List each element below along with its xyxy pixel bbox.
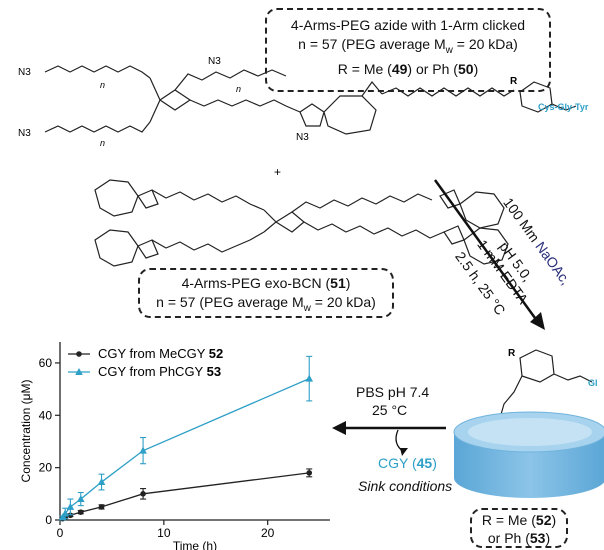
gel-peptide-fragment: Gl	[588, 378, 598, 388]
azide-label-3: N3	[18, 128, 31, 139]
gel-r-label: R	[508, 348, 516, 359]
x-tick-label: 20	[261, 526, 275, 540]
y-tick-label: 0	[45, 513, 52, 527]
azide-box-line2: n = 57 (PEG average Mw = 20 kDa)	[298, 36, 518, 56]
azide-label-1: N3	[18, 67, 31, 78]
x-tick-label: 0	[57, 526, 64, 540]
release-line2: 25 °C	[372, 402, 408, 418]
data-point-2	[305, 374, 314, 382]
x-tick-label: 10	[157, 526, 171, 540]
series-line-2	[62, 378, 310, 518]
legend-label-2: CGY from PhCGY 53	[98, 364, 221, 379]
y-tick-label: 40	[39, 408, 53, 422]
x-axis-label: Time (h)	[173, 539, 217, 550]
compound-45: 45	[416, 455, 433, 471]
data-point-1	[77, 509, 84, 515]
data-point-1	[98, 504, 105, 510]
data-point-2	[139, 446, 147, 454]
n-mark-1: n	[100, 80, 105, 90]
compound-51: 51	[330, 275, 346, 291]
released-product: CGY (45)	[378, 455, 437, 471]
compound-53: 53	[529, 530, 546, 546]
bcn-box: 4-Arms-PEG exo-BCN (51) n = 57 (PEG aver…	[138, 268, 394, 318]
compound-52: 52	[535, 512, 552, 528]
data-point-2	[66, 502, 75, 510]
release-line1: PBS pH 7.4	[356, 384, 430, 400]
azide-box-line1: 4-Arms-PEG azide with 1-Arm clicked	[290, 17, 526, 33]
compound-50: 50	[457, 60, 474, 77]
legend-marker-2	[75, 368, 83, 375]
sink-conditions: Sink conditions	[358, 478, 453, 494]
compound-49: 49	[391, 60, 408, 77]
legend-label-1: CGY from MeCGY 52	[98, 346, 223, 361]
y-axis-label: Concentration (μM)	[19, 380, 33, 483]
series-line-1	[62, 472, 310, 520]
data-point-2	[97, 478, 106, 486]
bcn-box-line2: n = 57 (PEG average Mw = 20 kDa)	[156, 294, 376, 314]
legend-marker-1	[76, 351, 82, 357]
y-tick-label: 60	[39, 356, 53, 370]
gel-r-box: R = Me (52) or Ph (53)	[470, 508, 568, 548]
bcn-box-line1: 4-Arms-PEG exo-BCN (51)	[181, 275, 351, 291]
gel-box-line2: or Ph (53)	[487, 530, 551, 546]
data-point-2	[61, 509, 69, 517]
data-point-1	[140, 491, 146, 497]
n-mark-3: n	[236, 84, 241, 94]
azide-label-4: N3	[296, 132, 309, 143]
azide-conjugate-box: 4-Arms-PEG azide with 1-Arm clicked n = …	[265, 8, 551, 92]
gel-box-line1: R = Me (52)	[481, 512, 557, 528]
azide-label-2: N3	[208, 56, 221, 67]
r-group-label: R	[510, 76, 518, 87]
n-mark-2: n	[100, 138, 105, 148]
data-point-2	[76, 495, 85, 503]
azide-box-line3: R = Me (49) or Ph (50)	[337, 60, 479, 77]
y-tick-label: 20	[39, 461, 53, 475]
data-point-1	[306, 470, 313, 476]
peptide-label: Cys-Gly-Tyr	[538, 102, 589, 112]
plus-sign: +	[274, 165, 281, 179]
